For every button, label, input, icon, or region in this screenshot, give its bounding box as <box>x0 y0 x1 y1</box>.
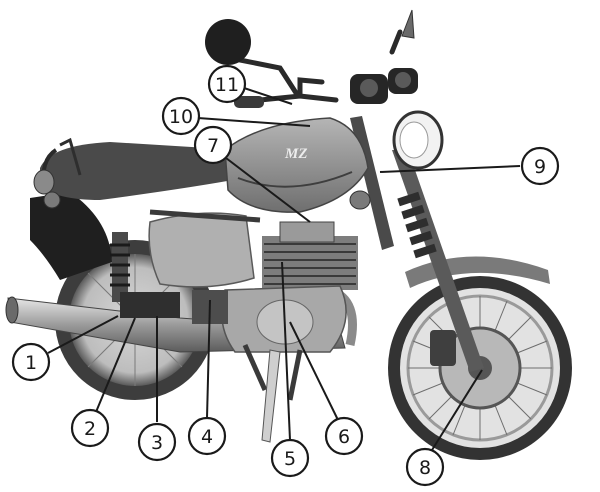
callout-10: 10 <box>161 96 201 136</box>
callout-11: 11 <box>207 64 247 104</box>
callout-6: 6 <box>324 416 364 456</box>
leader-7 <box>225 157 311 223</box>
side-cover <box>148 212 255 288</box>
left-mirror <box>205 19 251 65</box>
front-turn-signal <box>349 190 371 210</box>
leader-9 <box>379 165 521 173</box>
tank-logo: MZ <box>284 146 308 162</box>
seat <box>40 142 249 200</box>
rear-shock <box>110 232 130 302</box>
handlebar-grip <box>234 96 264 108</box>
callout-4-label: 4 <box>201 426 213 448</box>
leader-1 <box>47 315 119 354</box>
brake-caliper <box>430 330 456 366</box>
callout-3-label: 3 <box>151 432 163 454</box>
leader-8 <box>431 369 483 451</box>
callout-8: 8 <box>405 447 445 487</box>
leader-lines <box>47 87 521 451</box>
callout-7-label: 7 <box>207 135 219 157</box>
headlight <box>392 110 444 170</box>
callouts: 1 2 3 4 5 6 7 8 <box>11 64 560 487</box>
fuel-tank: MZ <box>224 117 369 213</box>
leader-4 <box>206 299 211 419</box>
callout-4: 4 <box>187 416 227 456</box>
leader-6 <box>289 321 339 421</box>
rear-mudguard <box>30 192 112 280</box>
callout-2-label: 2 <box>84 418 96 440</box>
callout-9-label: 9 <box>534 156 546 178</box>
leader-5 <box>281 261 291 441</box>
rear-turn-signal <box>43 191 61 209</box>
callout-6-label: 6 <box>338 426 350 448</box>
callout-5-label: 5 <box>284 448 296 470</box>
leader-10 <box>197 117 311 127</box>
instrument-cluster <box>350 68 418 104</box>
right-mirror <box>401 9 415 39</box>
leader-2 <box>95 317 136 413</box>
callout-5: 5 <box>270 438 310 478</box>
callout-1: 1 <box>11 342 51 382</box>
callout-10-label: 10 <box>169 106 193 128</box>
callout-1-label: 1 <box>25 352 37 374</box>
callout-7: 7 <box>193 125 233 165</box>
motorcycle-illustration: MZ <box>5 9 572 460</box>
callout-8-label: 8 <box>419 457 431 479</box>
leader-11 <box>243 87 293 105</box>
callout-11-label: 11 <box>215 74 239 96</box>
callout-9: 9 <box>520 146 560 186</box>
callout-3: 3 <box>137 422 177 462</box>
callout-2: 2 <box>70 408 110 448</box>
side-stand <box>261 349 281 443</box>
